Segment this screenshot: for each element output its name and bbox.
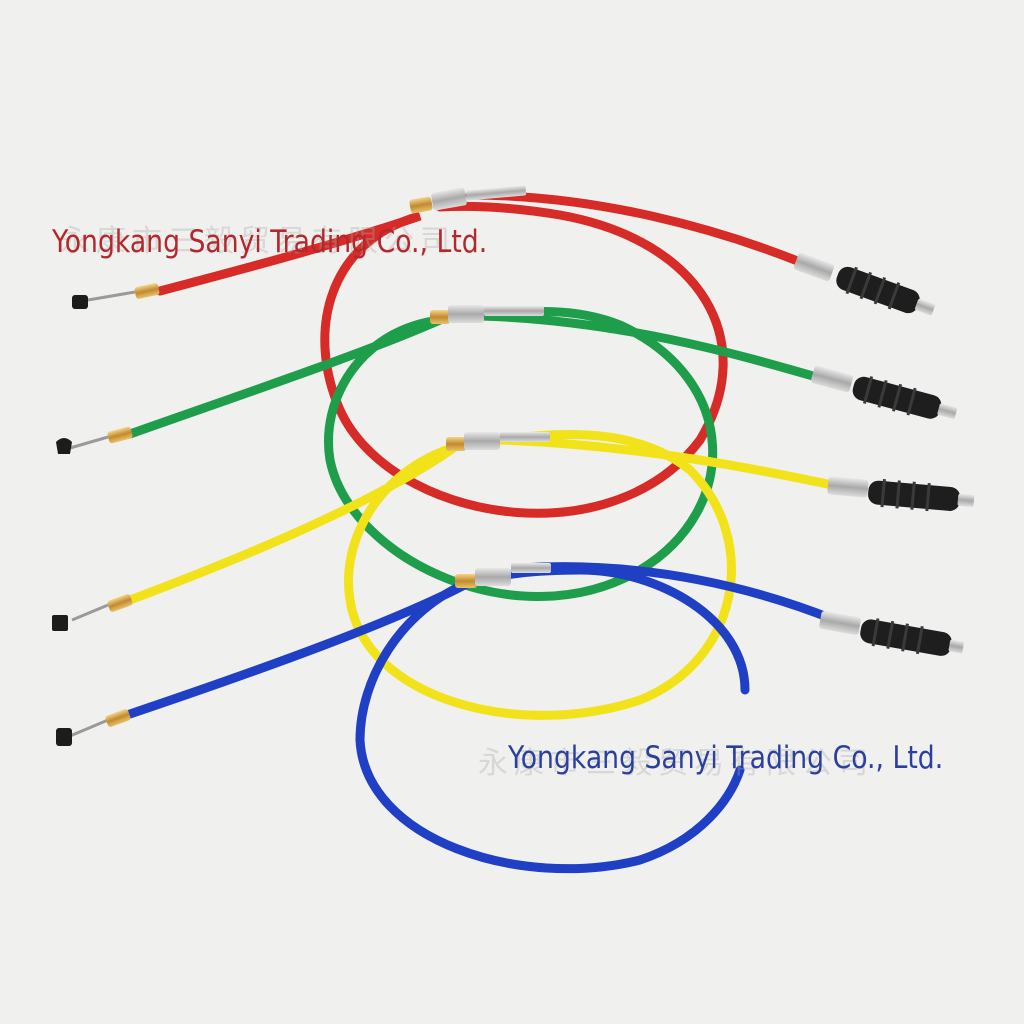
rubber-boot — [860, 618, 964, 656]
cable-end-clip — [56, 728, 72, 746]
red-clutch-cable — [72, 185, 935, 518]
rubber-boot — [852, 376, 958, 419]
watermark-top-chinese: 永康市三毅贸易有限公司 — [60, 224, 456, 259]
cable-end-clip — [56, 438, 72, 454]
cable-end-clip — [72, 295, 88, 309]
cable-end-clip — [52, 615, 68, 631]
green-clutch-cable — [56, 305, 958, 601]
blue-clutch-cable — [56, 562, 964, 874]
yellow-clutch-cable — [52, 429, 975, 720]
watermark-bottom-english: Yongkang Sanyi Trading Co., Ltd. — [508, 740, 944, 776]
rubber-boot — [836, 266, 935, 316]
watermark-bottom-chinese: 永康市三毅贸易有限公司 — [478, 746, 874, 781]
rubber-boot — [868, 479, 975, 512]
watermark-top-english: Yongkang Sanyi Trading Co., Ltd. — [52, 224, 488, 260]
